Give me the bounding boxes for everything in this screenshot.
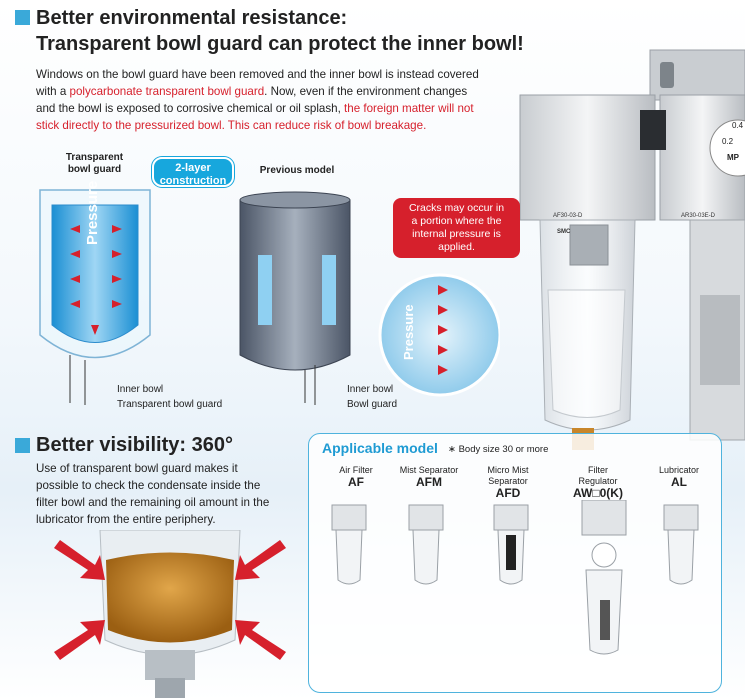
gauge-mark-1: 0.4 xyxy=(732,121,744,130)
crack-warning-callout: Cracks may occur in a portion where the … xyxy=(393,198,520,258)
section1-paragraph: Windows on the bowl guard have been remo… xyxy=(36,66,526,134)
two-layer-bubble: 2-layer construction xyxy=(152,157,234,187)
model-mist-separator: Mist Separator AFM xyxy=(399,465,459,489)
para-line: Windows on the bowl guard have been remo… xyxy=(36,68,479,81)
model-lubricator: Lubricator AL xyxy=(658,465,700,489)
applicable-model-photos xyxy=(331,500,699,655)
applicable-model-title: Applicable model xyxy=(322,440,438,456)
gauge-unit: MP xyxy=(727,153,739,162)
product-model-ar: AR30-03E-D xyxy=(681,213,716,219)
section1-heading-line1: Better environmental resistance: xyxy=(36,7,348,29)
label-transparent-bowl-guard: Transparent bowl guard xyxy=(65,152,124,175)
section2-heading: Better visibility: 360° xyxy=(36,434,233,456)
section2-paragraph: Use of transparent bowl guard makes it p… xyxy=(36,462,270,526)
product-model-af: AF30-03-D xyxy=(553,213,583,219)
heading-square-icon xyxy=(15,438,30,453)
pressure-label-left: Pressure xyxy=(84,180,101,245)
label-previous-model: Previous model xyxy=(259,165,335,176)
heading-square-icon xyxy=(15,10,30,25)
section1-heading-line2: Transparent bowl guard can protect the i… xyxy=(36,33,524,55)
legend-inner-bowl-right: Inner bowl xyxy=(347,384,394,395)
bowl-visibility-illustration xyxy=(54,530,286,698)
product-photo-illustration xyxy=(519,49,745,450)
para-highlight: polycarbonate transparent bowl guard xyxy=(69,85,265,98)
legend-inner-bowl-left: Inner bowl xyxy=(117,384,164,395)
applicable-model-note: ∗ Body size 30 or more xyxy=(448,444,549,455)
gauge-mark-2: 0.2 xyxy=(722,137,734,146)
product-brand: SMC xyxy=(557,229,571,235)
model-filter-regulator: Filter Regulator AW□0(K) xyxy=(573,465,623,500)
bowl-diagram xyxy=(39,189,500,405)
model-micro-mist-separator: Micro Mist Separator AFD xyxy=(487,465,529,500)
legend-transparent-guard: Transparent bowl guard xyxy=(117,399,223,410)
model-air-filter: Air Filter AF xyxy=(339,465,373,489)
pressure-label-right: Pressure xyxy=(401,304,416,360)
legend-bowl-guard: Bowl guard xyxy=(347,399,398,410)
